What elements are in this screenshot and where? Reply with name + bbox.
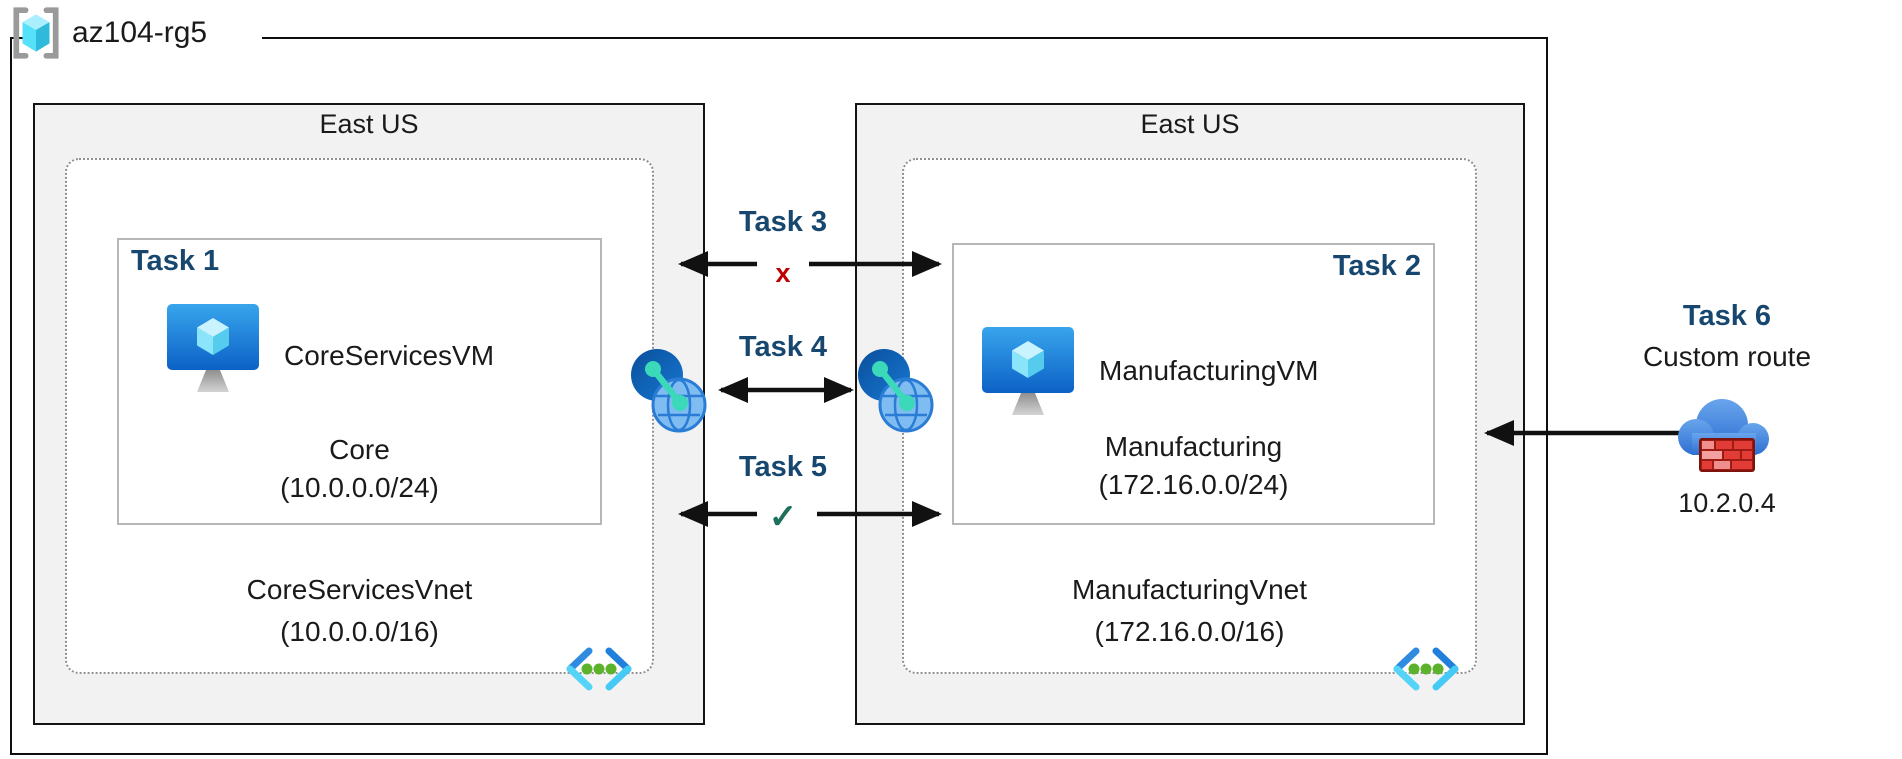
blocked-x-marker: x: [775, 258, 791, 288]
virtual-machine-icon: [167, 304, 259, 392]
vnet-cidr: (172.16.0.0/16): [1094, 616, 1285, 647]
task-2-label: Task 2: [1332, 250, 1421, 282]
subnet-name: Core: [329, 434, 390, 465]
task-6-label: Task 6: [1682, 300, 1772, 332]
vnet-cidr: (10.0.0.0/16): [280, 616, 439, 647]
region-label: East US: [319, 109, 419, 139]
region-label: East US: [1140, 109, 1240, 139]
vm-name: CoreServicesVM: [284, 340, 495, 371]
virtual-machine-icon: [982, 327, 1074, 415]
allowed-check-marker: ✓: [768, 498, 798, 536]
task-3-label: Task 3: [738, 206, 828, 238]
custom-route-label: Custom route: [1642, 341, 1812, 372]
vnet-peering-icon: [858, 349, 934, 433]
task-1-label: Task 1: [131, 245, 220, 277]
subnet-box-core: Task 1 CoreServicesVM Core (10.0.0.0/24): [117, 238, 602, 525]
subnet-box-manufacturing: Task 2 ManufacturingVM Manufacturing (17…: [952, 243, 1435, 525]
vnet-name: ManufacturingVnet: [1071, 574, 1308, 605]
resource-group-name: az104-rg5: [72, 16, 208, 49]
resource-group-border-gap: [30, 0, 262, 60]
virtual-network-icon: [1393, 647, 1459, 691]
subnet-name: Manufacturing: [1104, 431, 1283, 462]
custom-route-ip: 10.2.0.4: [1678, 488, 1776, 518]
virtual-network-icon: [566, 647, 632, 691]
resource-group-box: [10, 37, 1548, 755]
vnet-name: CoreServicesVnet: [246, 574, 473, 605]
subnet-cidr: (10.0.0.0/24): [280, 472, 439, 503]
task-4-label: Task 4: [738, 331, 828, 363]
subnet-cidr: (172.16.0.0/24): [1098, 469, 1289, 500]
vnet-peering-icon: [631, 349, 707, 433]
vm-name: ManufacturingVM: [1099, 355, 1319, 386]
task-5-label: Task 5: [738, 451, 828, 483]
firewall-cloud-icon: [1678, 399, 1769, 472]
resource-group-icon: [13, 7, 59, 59]
